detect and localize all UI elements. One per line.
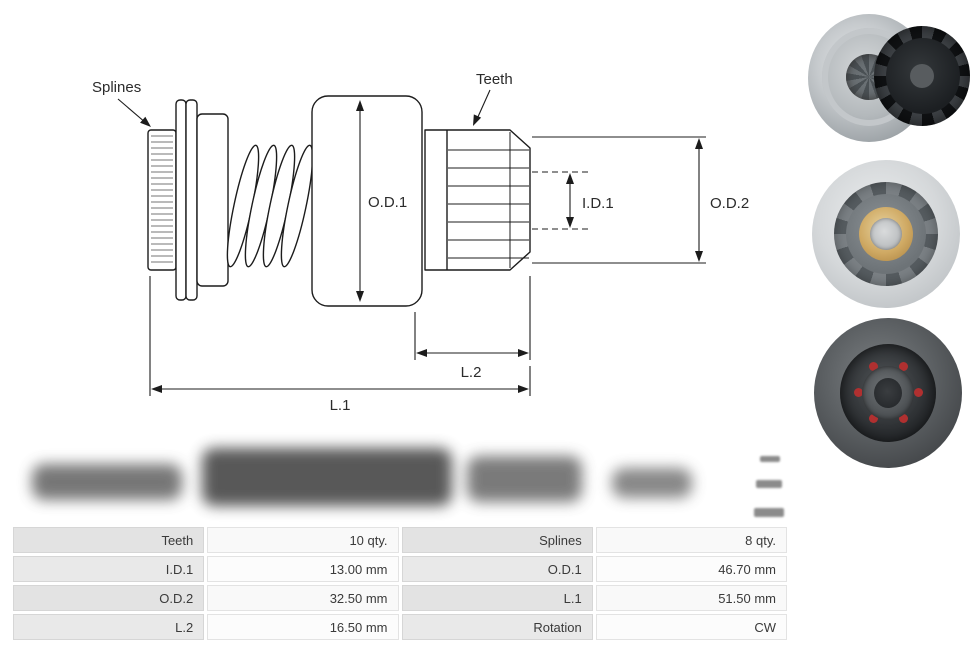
side-mark-line	[760, 456, 780, 462]
product-photo-angled	[806, 4, 972, 156]
spec-table: Teeth 10 qty. Splines 8 qty. I.D.1 13.00…	[10, 524, 790, 643]
spec-label: O.D.2	[13, 585, 205, 611]
table-row: Teeth 10 qty. Splines 8 qty.	[13, 527, 787, 553]
drive-spring	[226, 144, 314, 268]
center-bore	[870, 218, 902, 250]
spec-label: I.D.1	[13, 556, 205, 582]
splined-shaft	[147, 129, 177, 271]
watermark-blob	[32, 464, 182, 500]
dim-label-l1: L.1	[330, 397, 351, 414]
spec-value: 13.00 mm	[207, 556, 399, 582]
spec-value: 51.50 mm	[595, 585, 787, 611]
product-photo-front	[806, 158, 972, 310]
table-row: L.2 16.50 mm Rotation CW	[13, 614, 787, 640]
clutch-housing	[311, 95, 423, 307]
callout-label-teeth: Teeth	[476, 71, 513, 88]
blurred-watermark	[22, 442, 722, 524]
spec-value: CW	[595, 614, 787, 640]
watermark-blob	[467, 456, 582, 502]
spec-value: 32.50 mm	[207, 585, 399, 611]
pinion-gear	[424, 129, 531, 271]
watermark-blob	[202, 448, 452, 506]
table-row: O.D.2 32.50 mm L.1 51.50 mm	[13, 585, 787, 611]
table-row: I.D.1 13.00 mm O.D.1 46.70 mm	[13, 556, 787, 582]
callout-splines: Splines	[92, 79, 151, 127]
spec-label: Rotation	[401, 614, 593, 640]
callout-teeth: Teeth	[473, 71, 513, 126]
dim-od2: O.D.2	[532, 136, 749, 264]
spec-label: L.2	[13, 614, 205, 640]
pinion-center	[910, 64, 934, 88]
product-photo-rear	[806, 318, 972, 470]
spec-label: O.D.1	[401, 556, 593, 582]
callout-label-splines: Splines	[92, 79, 141, 96]
spec-value: 8 qty.	[595, 527, 787, 553]
rear-bore	[874, 378, 902, 408]
side-mark-line	[756, 480, 782, 488]
dim-label-od1: O.D.1	[368, 194, 407, 211]
spec-value: 10 qty.	[207, 527, 399, 553]
spec-value: 46.70 mm	[595, 556, 787, 582]
side-mark-line	[754, 508, 784, 517]
red-marker-dots	[914, 388, 923, 397]
technical-drawing: O.D.1 I.D.1 O.D.2 L.2	[92, 71, 749, 414]
watermark-blob	[612, 468, 692, 498]
spec-label: L.1	[401, 585, 593, 611]
dim-label-l2: L.2	[461, 364, 482, 381]
flange-collar	[175, 99, 229, 301]
spec-value: 16.50 mm	[207, 614, 399, 640]
dim-id1: I.D.1	[532, 171, 614, 230]
dim-od1: O.D.1	[356, 100, 407, 302]
spec-label: Splines	[401, 527, 593, 553]
dim-label-od2: O.D.2	[710, 195, 749, 212]
dim-l2: L.2	[414, 276, 531, 381]
spec-label: Teeth	[13, 527, 205, 553]
dim-l1: L.1	[149, 276, 531, 414]
dim-label-id1: I.D.1	[582, 195, 614, 212]
blurred-side-mark	[752, 450, 792, 522]
